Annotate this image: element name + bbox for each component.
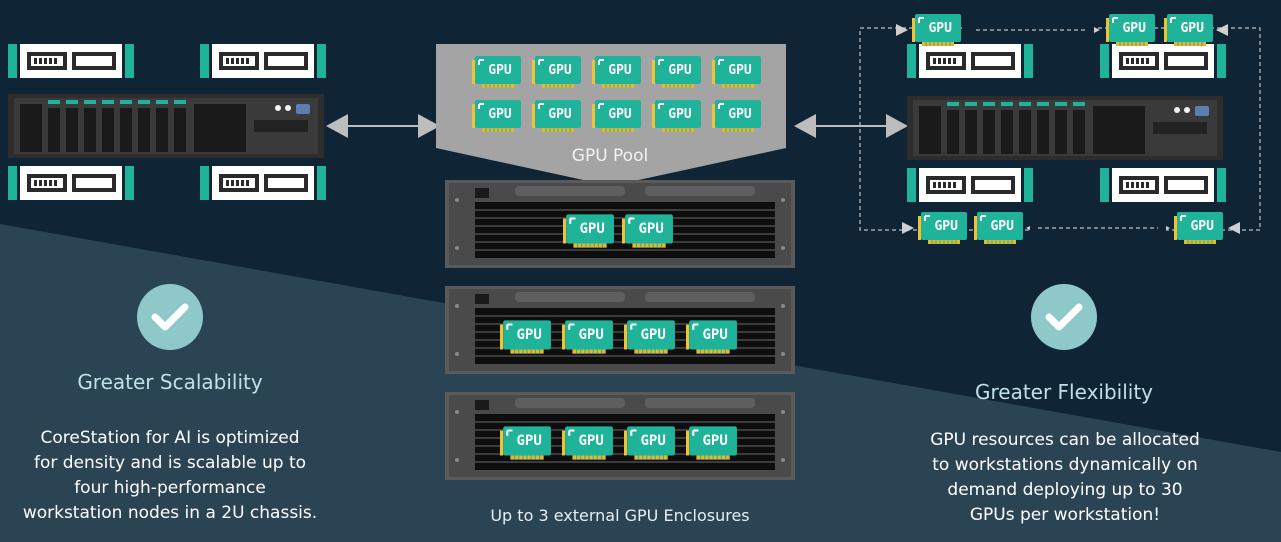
scalability-line: workstation nodes in a 2U chassis. [22, 503, 318, 523]
gpu-label: GPU [608, 63, 632, 78]
server-chassis-icon [8, 94, 324, 158]
gpu-label: GPU [728, 107, 752, 122]
flexibility-line: to workstations dynamically on [932, 455, 1198, 475]
gpu-card-icon: GPU [686, 425, 738, 461]
gpu-label: GPU [578, 327, 603, 343]
gpu-card-icon: GPU [562, 425, 614, 461]
enclosure-gpu-cards: GPU GPU GPU GPU GPU GPU GPU GPU GPU GPU [500, 213, 738, 461]
gpu-label: GPU [668, 63, 692, 78]
gpu-card-icon: GPU [562, 319, 614, 355]
gpu-card-icon: GPU [532, 55, 582, 89]
gpu-label: GPU [516, 433, 541, 449]
flexibility-line: GPU resources can be allocated [930, 430, 1200, 450]
gpu-label: GPU [640, 433, 665, 449]
gpu-label: GPU [516, 327, 541, 343]
gpu-card-icon: GPU [712, 99, 762, 133]
workstation-node-icon [1100, 168, 1226, 202]
gpu-label: GPU [488, 63, 512, 78]
right-cluster-gpu-cards: GPU GPU GPU GPU GPU GPU [910, 12, 1225, 246]
flexibility-description: GPU resources can be allocated to workst… [880, 428, 1250, 528]
gpu-enclosure-3 [445, 392, 795, 480]
flexibility-title: Greater Flexibility [974, 380, 1154, 404]
gpu-label: GPU [638, 221, 663, 237]
gpu-card-icon: GPU [972, 210, 1025, 246]
gpu-label: GPU [1122, 21, 1146, 36]
gpu-card-icon: GPU [472, 99, 522, 133]
gpu-card-icon: GPU [652, 99, 702, 133]
workstation-node-icon [907, 44, 1033, 78]
gpu-card-icon: GPU [500, 319, 552, 355]
workstation-node-icon [8, 44, 134, 78]
gpu-label: GPU [608, 107, 632, 122]
gpu-card-icon: GPU [1162, 12, 1215, 48]
gpu-card-icon: GPU [622, 213, 674, 249]
scalability-line: four high-performance [74, 478, 266, 498]
gpu-label: GPU [488, 107, 512, 122]
check-icon [1031, 284, 1097, 350]
left-cluster [8, 44, 326, 200]
scalability-description: CoreStation for AI is optimized for dens… [0, 426, 340, 526]
workstation-node-icon [200, 166, 326, 200]
gpu-card-icon: GPU [712, 55, 762, 89]
gpu-card-icon: GPU [916, 210, 969, 246]
gpu-label: GPU [578, 433, 603, 449]
gpu-card-icon: GPU [624, 319, 676, 355]
gpu-card-icon: GPU [563, 213, 615, 249]
gpu-label: GPU [990, 219, 1014, 234]
flexibility-line: GPUs per workstation! [969, 505, 1161, 525]
gpu-card-icon: GPU [910, 12, 963, 48]
gpu-card-icon: GPU [624, 425, 676, 461]
gpu-card-icon: GPU [592, 99, 642, 133]
workstation-node-icon [1100, 44, 1226, 78]
scalability-line: for density and is scalable up to [33, 453, 307, 473]
gpu-card-icon: GPU [652, 55, 702, 89]
gpu-label: GPU [728, 63, 752, 78]
double-arrow-icon [326, 114, 440, 138]
double-arrow-icon [794, 114, 908, 138]
server-chassis-icon [907, 96, 1223, 160]
gpu-label: GPU [548, 63, 572, 78]
flexibility-line: demand deploying up to 30 [947, 480, 1183, 500]
gpu-label: GPU [640, 327, 665, 343]
gpu-label: GPU [702, 433, 727, 449]
workstation-node-icon [907, 168, 1033, 202]
gpu-pool-cards: GPU GPU GPU GPU GPU GPU GPU GPU GPU GPU [472, 55, 762, 133]
gpu-card-icon: GPU [1104, 12, 1157, 48]
check-icon [137, 284, 203, 350]
gpu-card-icon: GPU [592, 55, 642, 89]
gpu-card-icon: GPU [472, 55, 522, 89]
workstation-node-icon [8, 166, 134, 200]
gpu-label: GPU [1180, 21, 1204, 36]
gpu-label: GPU [668, 107, 692, 122]
gpu-enclosure-1 [445, 180, 795, 268]
gpu-card-icon: GPU [686, 319, 738, 355]
gpu-label: GPU [928, 21, 952, 36]
scalability-title: Greater Scalability [77, 370, 263, 394]
enclosures-label: Up to 3 external GPU Enclosures [490, 506, 750, 525]
gpu-card-icon: GPU [1172, 210, 1225, 246]
gpu-card-icon: GPU [500, 425, 552, 461]
gpu-label: GPU [548, 107, 572, 122]
gpu-label: GPU [702, 327, 727, 343]
gpu-card-icon: GPU [532, 99, 582, 133]
gpu-pool-label: GPU Pool [571, 146, 649, 166]
gpu-label: GPU [579, 221, 604, 237]
workstation-node-icon [200, 44, 326, 78]
right-cluster [859, 22, 1261, 236]
gpu-label: GPU [934, 219, 958, 234]
scalability-line: CoreStation for AI is optimized [40, 428, 300, 448]
gpu-label: GPU [1190, 219, 1214, 234]
gpu-enclosure-2 [445, 286, 795, 374]
lower-background-panel [0, 224, 1281, 542]
